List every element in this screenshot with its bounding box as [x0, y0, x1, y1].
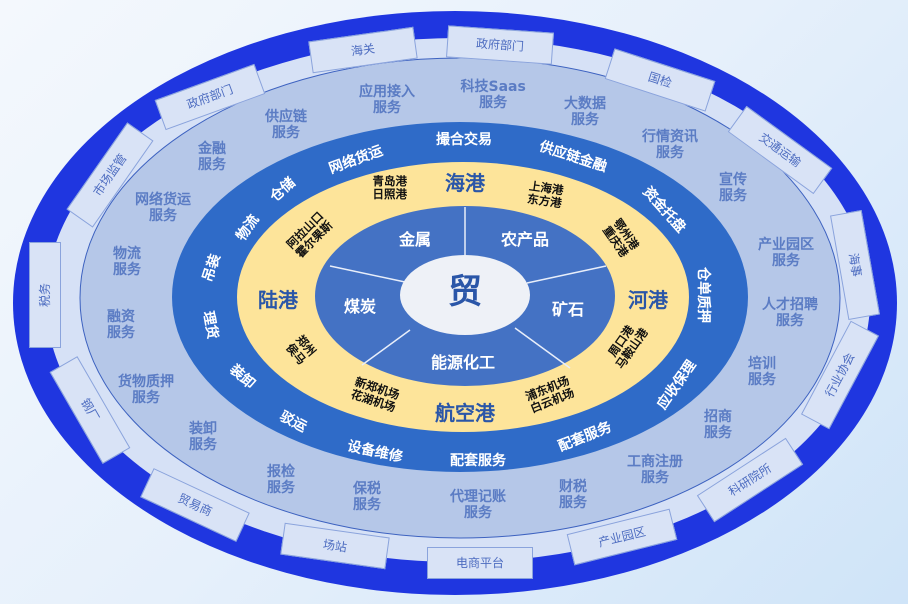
- service-label: 供应链 服务: [265, 109, 307, 142]
- city-label: 上海港 东方港: [525, 178, 564, 211]
- service-label: 金融 服务: [198, 141, 226, 174]
- sector-label: 煤炭: [344, 297, 377, 316]
- city-label: 青岛港 日照港: [372, 174, 408, 202]
- service-label: 货物质押 服务: [118, 374, 174, 407]
- service-label: 宣传 服务: [719, 172, 747, 205]
- service-label: 报检 服务: [267, 464, 295, 497]
- stakeholder-box: 税务: [29, 242, 61, 348]
- business-label: 配套服务: [450, 453, 506, 469]
- sector-label: 能源化工: [431, 353, 496, 372]
- service-label: 招商 服务: [704, 409, 732, 442]
- core-ellipse: [400, 255, 530, 335]
- service-label: 融资 服务: [107, 309, 135, 342]
- service-label: 财税 服务: [559, 479, 587, 512]
- service-label: 应用接入 服务: [359, 84, 415, 117]
- business-label: 仓单质押: [695, 267, 712, 324]
- service-label: 代理记账 服务: [450, 489, 506, 522]
- sector-label: 矿石: [552, 300, 585, 319]
- service-label: 人才招聘 服务: [762, 297, 818, 330]
- stakeholder-box: 电商平台: [427, 547, 533, 579]
- sector-dividers: [329, 207, 607, 369]
- service-label: 产业园区 服务: [758, 237, 814, 270]
- business-label: 撮合交易: [436, 132, 492, 148]
- port-label: 陆港: [258, 287, 298, 312]
- port-label: 河港: [628, 287, 668, 312]
- service-label: 物流 服务: [113, 246, 141, 279]
- sector-label: 金属: [399, 230, 432, 249]
- sector-label: 农产品: [501, 230, 550, 249]
- core-label: 贸: [448, 272, 482, 312]
- service-label: 工商注册 服务: [627, 454, 683, 487]
- port-label: 海港: [445, 170, 485, 195]
- service-label: 装卸 服务: [189, 421, 217, 454]
- service-label: 行情资讯 服务: [642, 129, 698, 162]
- service-label: 培训 服务: [748, 356, 776, 389]
- port-label: 航空港: [435, 400, 495, 425]
- service-label: 科技Saas 服务: [460, 79, 526, 112]
- service-label: 保税 服务: [353, 481, 381, 514]
- service-label: 大数据 服务: [564, 96, 606, 129]
- service-label: 网络货运 服务: [135, 192, 191, 225]
